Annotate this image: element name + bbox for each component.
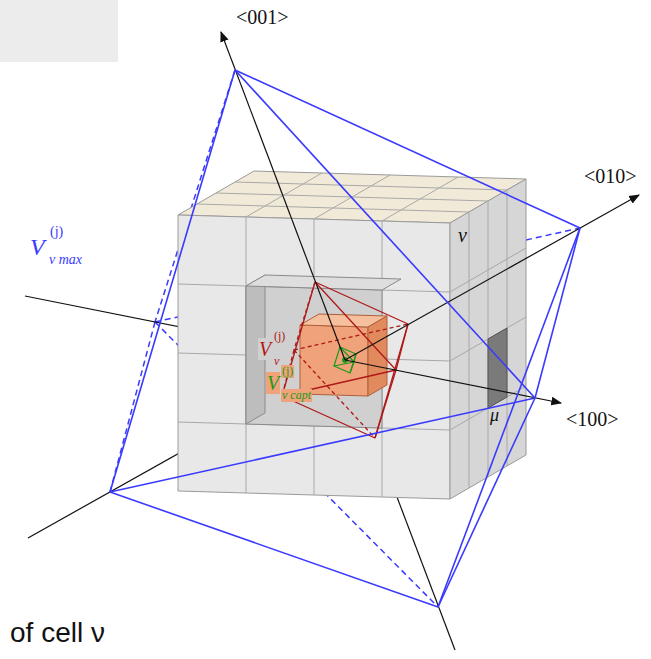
volume-symbol: V [30, 234, 45, 260]
cell-grid [178, 173, 526, 497]
volume-subscript: ν max [49, 252, 82, 267]
cell-label: ν [458, 224, 467, 246]
axis-label: <010> [584, 165, 637, 187]
cube-right-face [450, 179, 526, 499]
cell-label: μ [490, 406, 499, 426]
max-octahedron-back [110, 70, 580, 607]
volume-subscript: ν capt [281, 389, 312, 402]
volume-superscript: (j) [281, 365, 294, 378]
header-panel [0, 0, 118, 62]
cutaway-wall [246, 275, 401, 290]
cell-mu [488, 328, 507, 408]
axis-arrows [221, 32, 639, 403]
cutaway-opening [246, 286, 382, 428]
caption-fragment: of cell ν [10, 618, 105, 649]
axis-label: <001> [236, 6, 289, 28]
axis-label: <100> [566, 408, 619, 430]
cell-nu-right [368, 316, 387, 396]
volume-symbol: V [266, 372, 280, 394]
volume-symbol: V [258, 338, 272, 360]
cube-front-face [178, 215, 450, 499]
volume-subscript: ν [273, 355, 280, 368]
volume-superscript: (j) [50, 224, 63, 239]
grid-line [382, 177, 458, 221]
max-octahedron [110, 70, 580, 607]
grid-line [235, 182, 507, 190]
volume-superscript: (j) [273, 330, 286, 343]
